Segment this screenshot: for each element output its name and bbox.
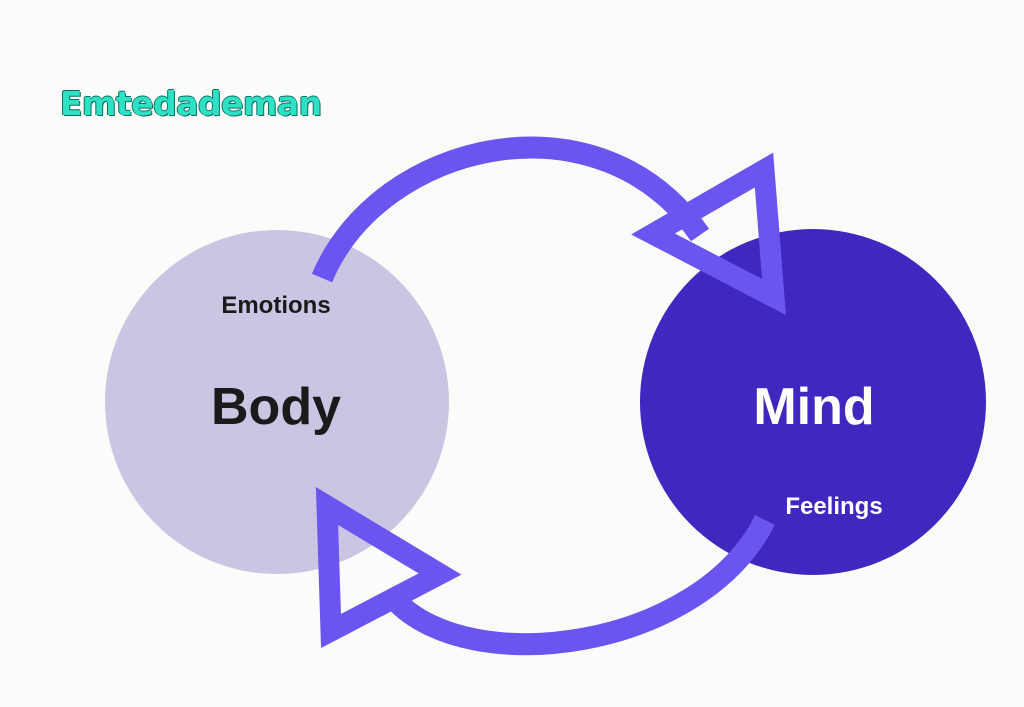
body-label-emotions: Emotions [221,292,330,319]
top-arrow-arc [311,136,710,283]
bottom-arrowhead [315,487,462,649]
watermark-text: Emtedademan [60,84,322,123]
body-title: Body [211,378,341,436]
mind-circle [640,229,986,575]
mind-label-feelings: Feelings [785,493,882,520]
bottom-arrow-arc [386,514,775,655]
mind-title: Mind [753,378,874,436]
body-circle [105,230,449,574]
top-arrowhead [631,152,786,316]
